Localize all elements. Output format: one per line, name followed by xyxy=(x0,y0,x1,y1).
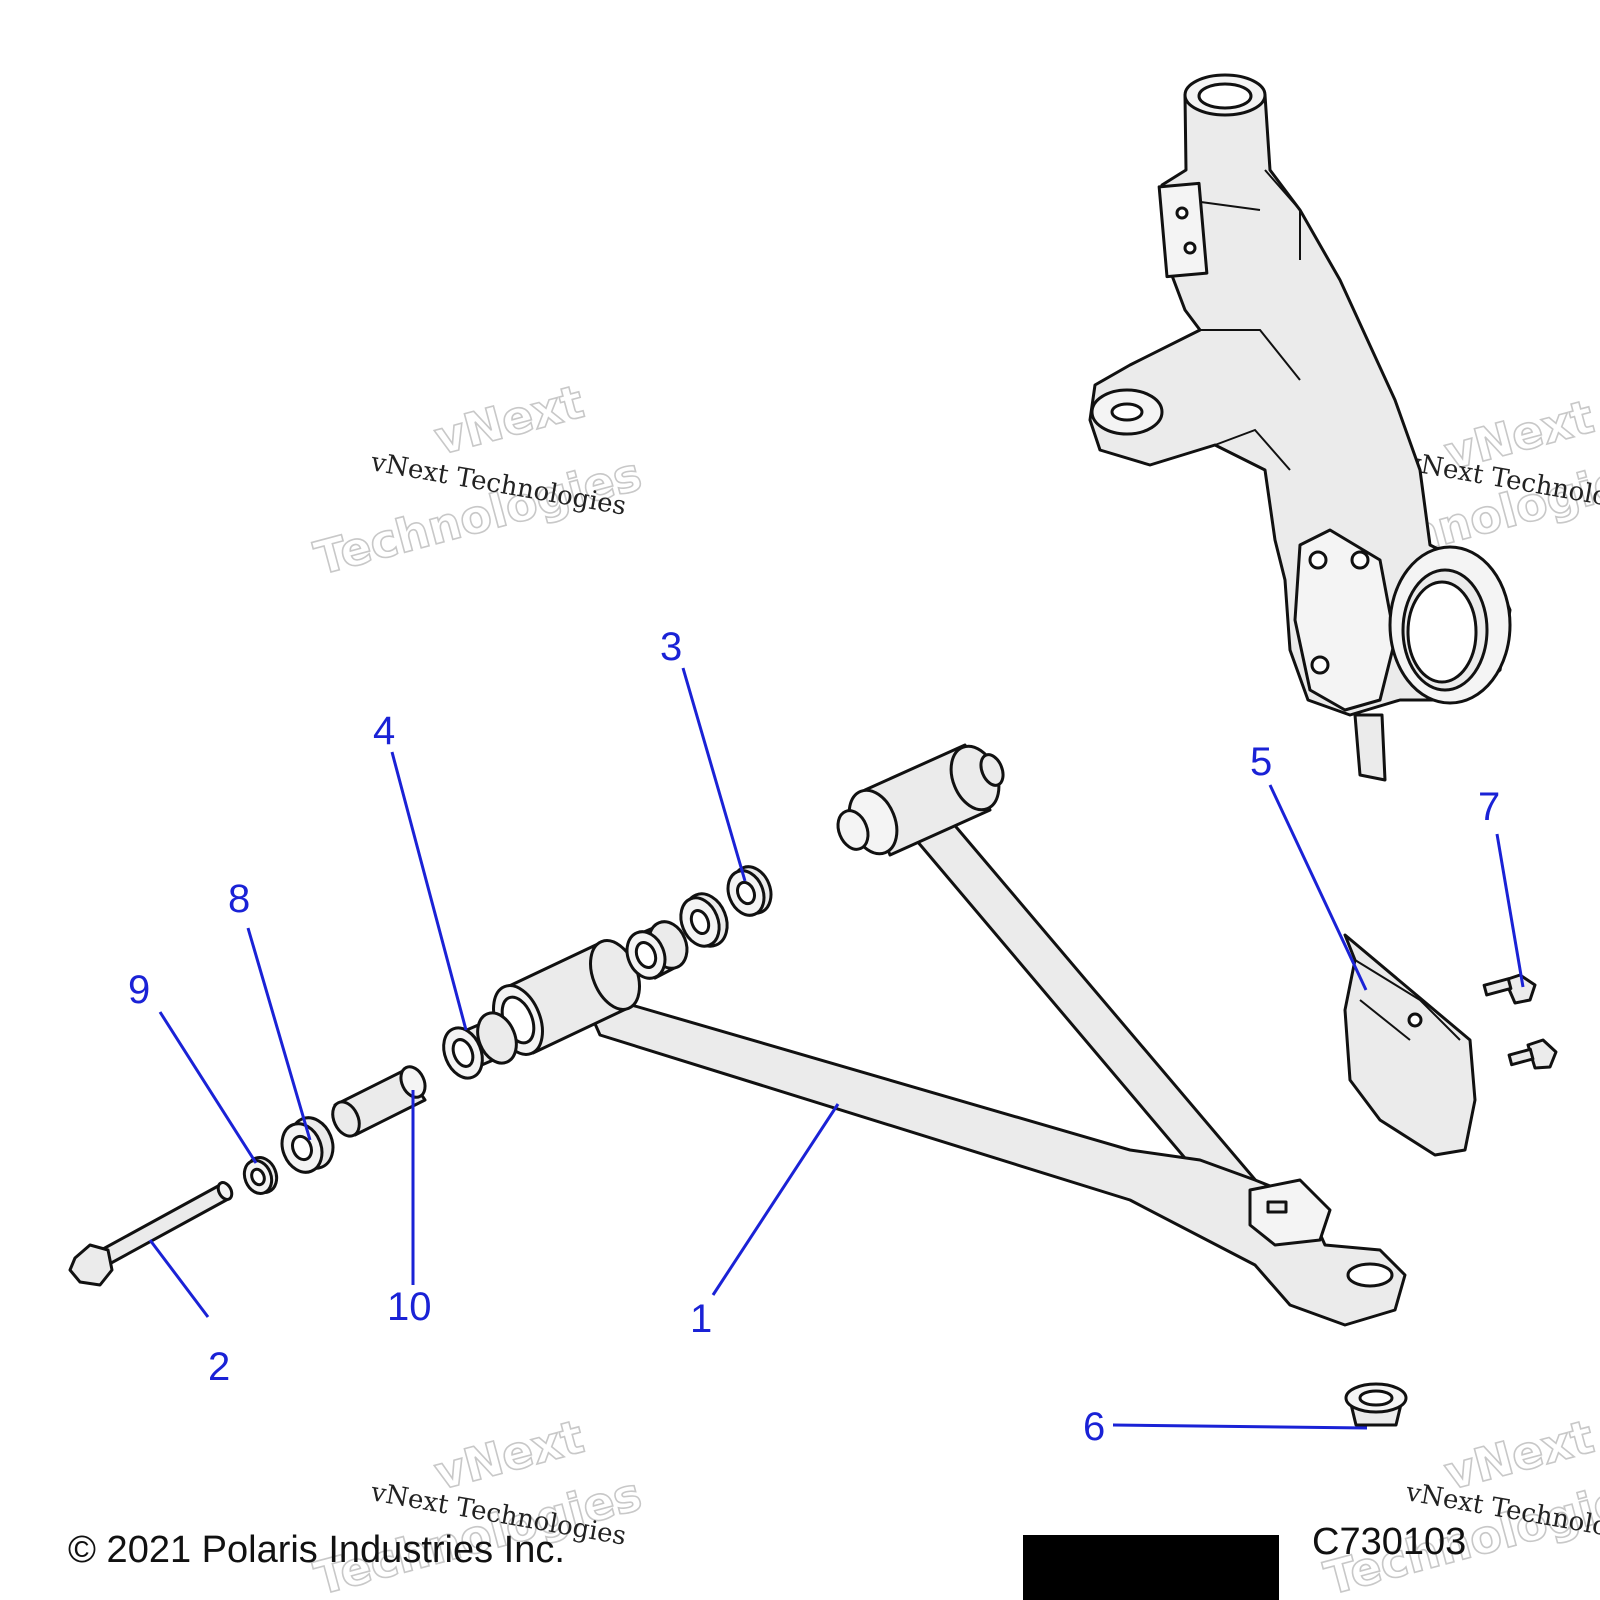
watermark-bottom-left: vNext Technologies vNext Technologies xyxy=(308,1408,648,1600)
diagram-code: C730103 xyxy=(1312,1521,1466,1563)
leader-8 xyxy=(246,927,312,1141)
leader-6 xyxy=(1112,1423,1368,1430)
callout-4: 4 xyxy=(373,709,395,753)
part-3-bushing-stack xyxy=(625,865,773,980)
leader-4 xyxy=(390,751,468,1031)
watermark-large-line1: vNext xyxy=(429,374,589,465)
copyright-text: © 2021 Polaris Industries Inc. xyxy=(68,1529,565,1571)
callout-5: 5 xyxy=(1250,740,1272,784)
part-8-bushing xyxy=(280,1116,335,1174)
callout-8: 8 xyxy=(228,877,250,921)
part-6-bushing xyxy=(1344,1382,1408,1427)
callout-9: 9 xyxy=(128,968,150,1012)
leader-3 xyxy=(681,667,747,882)
leader-lines xyxy=(148,667,1525,1430)
redaction-box xyxy=(1023,1535,1279,1600)
callout-10: 10 xyxy=(387,1285,432,1329)
callout-3: 3 xyxy=(660,625,682,669)
part-4-bushing xyxy=(442,1011,518,1080)
leader-5 xyxy=(1268,784,1368,991)
part-2-bolt xyxy=(68,1181,234,1287)
callout-2: 2 xyxy=(208,1345,230,1389)
part-1-a-arm xyxy=(492,743,1407,1327)
callout-7: 7 xyxy=(1478,785,1500,829)
part-5-bracket xyxy=(1343,933,1477,1157)
leader-9 xyxy=(158,1011,258,1164)
callout-labels: 1 2 3 4 5 6 7 8 9 10 xyxy=(128,625,1500,1449)
watermark-bottom-right: vNext Technologies vNext Technologies xyxy=(1318,1408,1600,1600)
steering-knuckle xyxy=(1088,73,1512,782)
leader-2 xyxy=(148,1239,210,1318)
footer: © 2021 Polaris Industries Inc. C730103 xyxy=(68,1521,1466,1600)
part-10-sleeve xyxy=(331,1065,427,1138)
callout-1: 1 xyxy=(690,1297,712,1341)
leader-7 xyxy=(1495,833,1525,988)
callout-6: 6 xyxy=(1083,1405,1105,1449)
leader-1 xyxy=(711,1103,840,1296)
part-9-washer xyxy=(242,1156,279,1195)
part-7-screws xyxy=(1482,973,1558,1070)
watermark-top-left: vNext Technologies vNext Technologies xyxy=(308,373,648,586)
